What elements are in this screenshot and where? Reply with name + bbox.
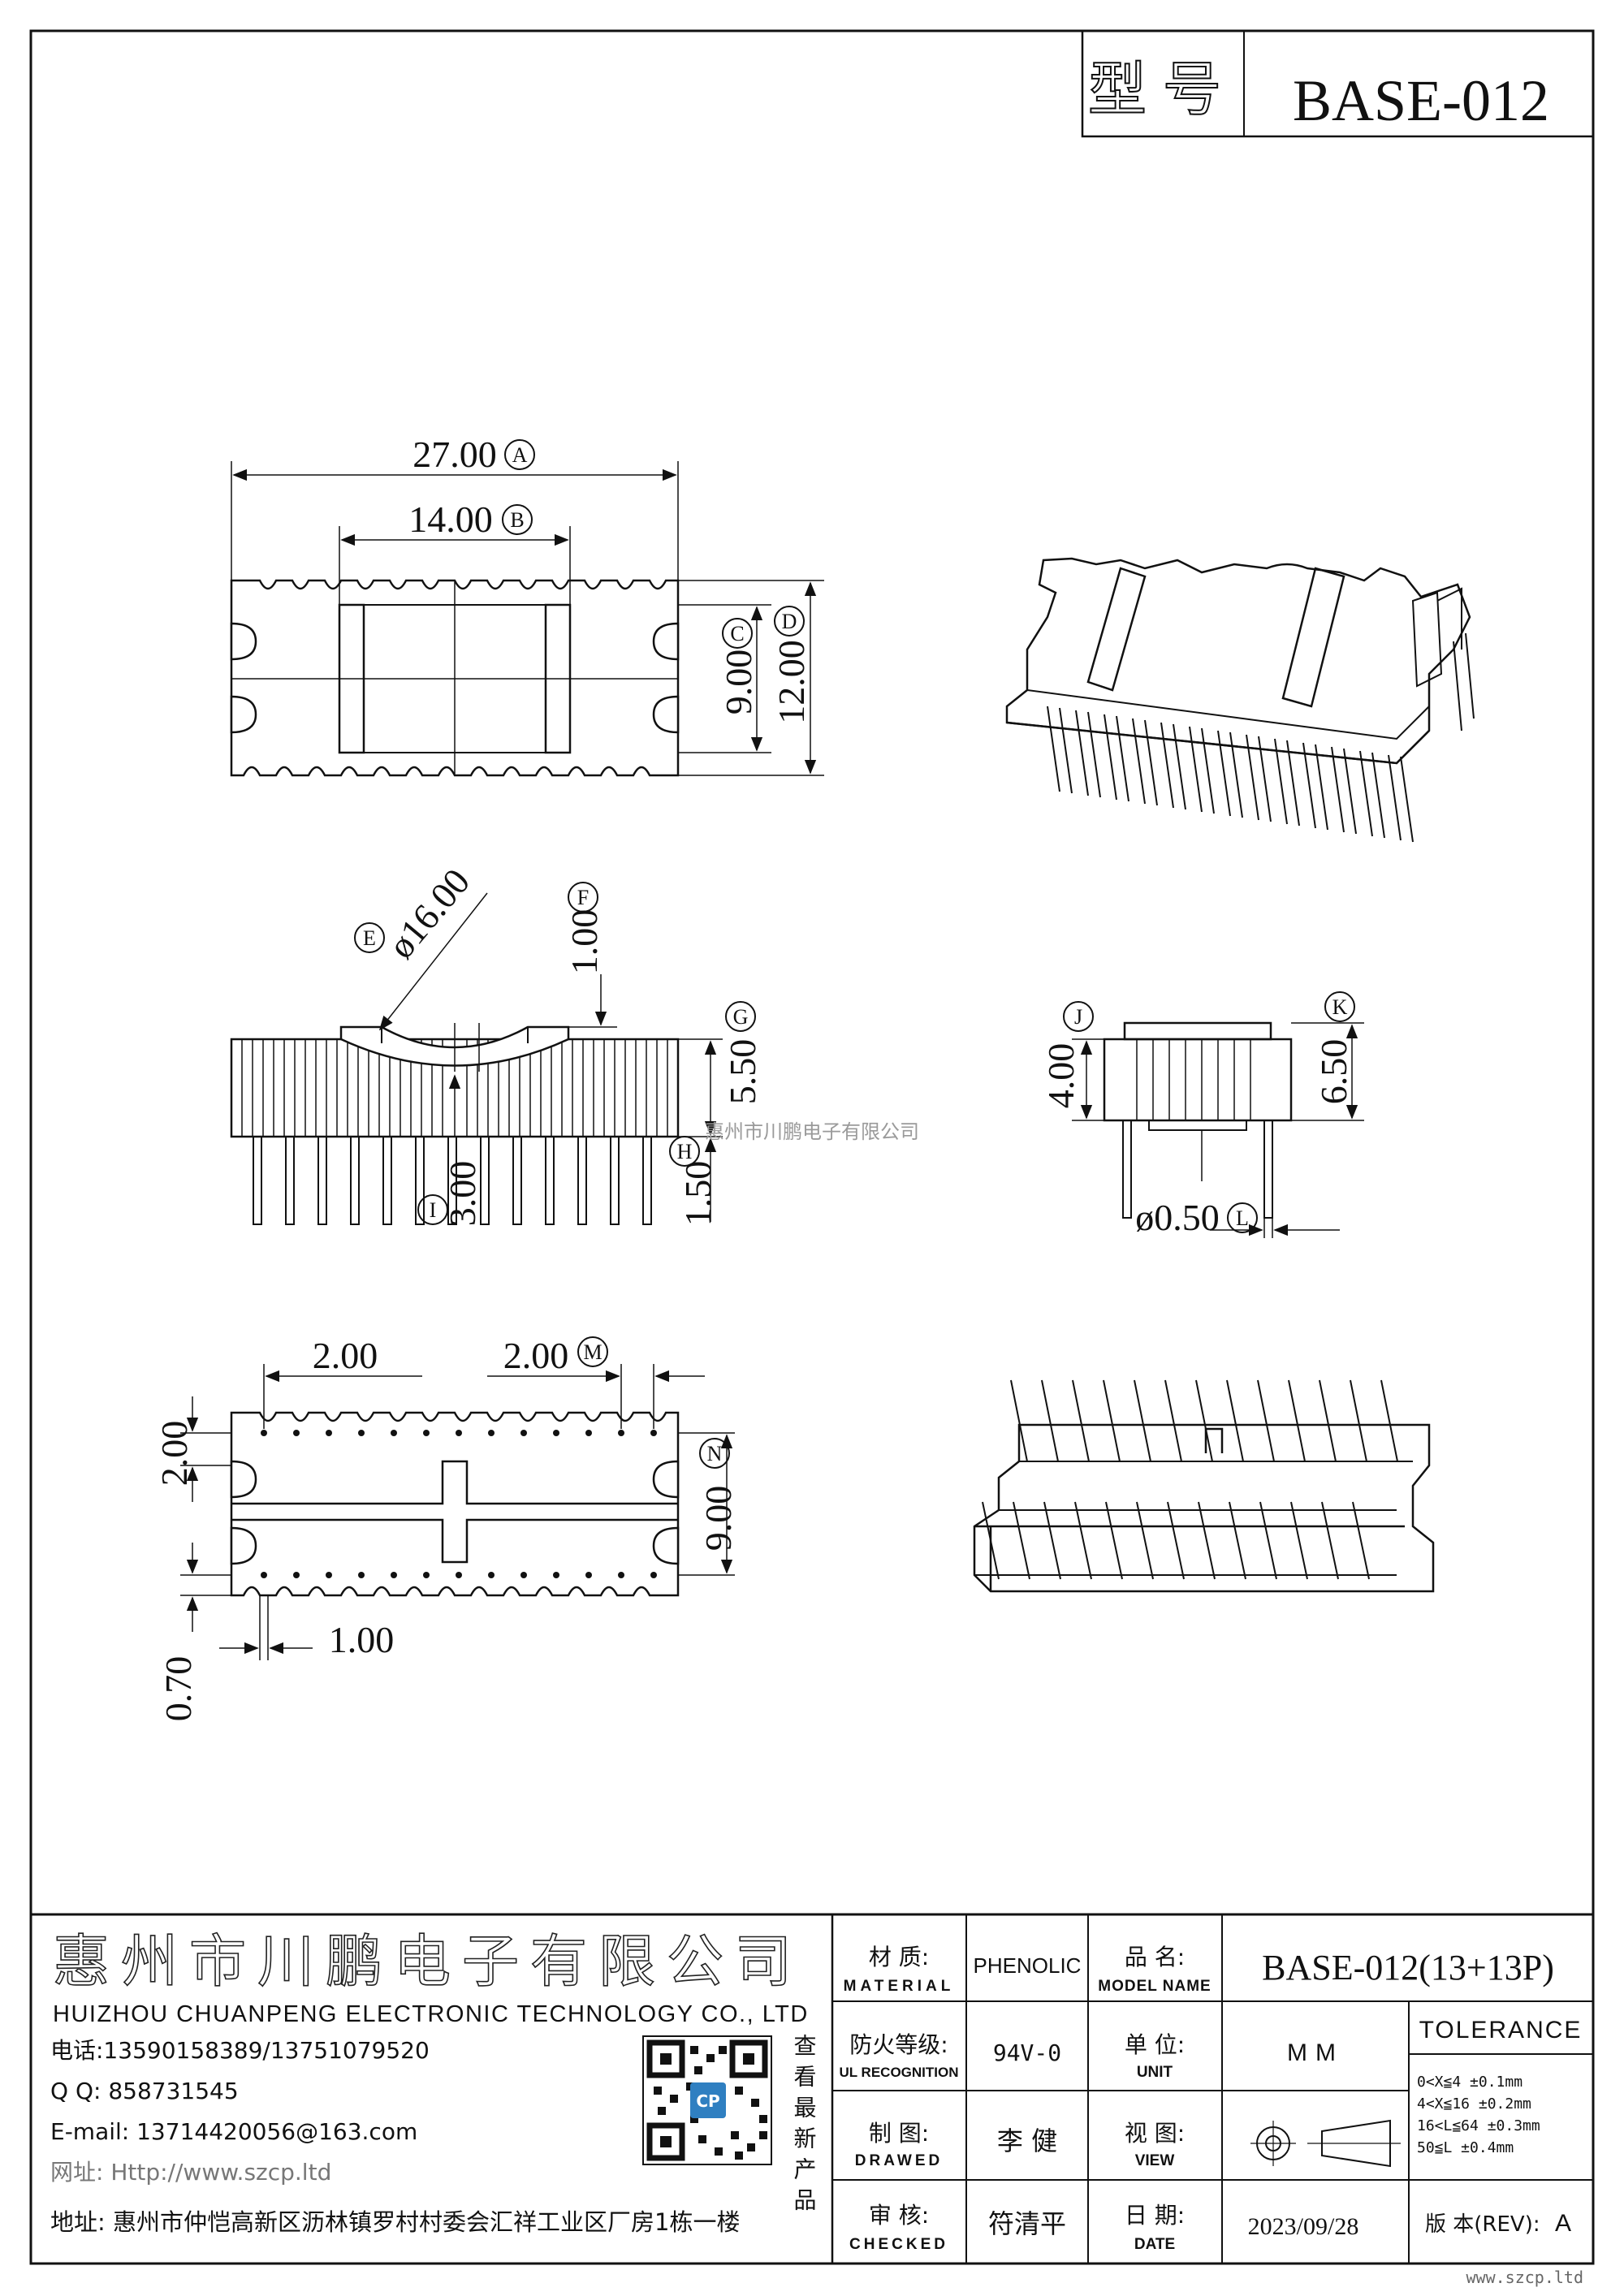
dim-pin-width-value: 1.00 xyxy=(329,1619,395,1660)
marker-c: C xyxy=(730,622,744,645)
marker-m: M xyxy=(583,1340,602,1364)
unit-label-cn: 单 位: xyxy=(1125,2031,1185,2058)
checked-label-en: CHECKED xyxy=(849,2236,948,2253)
dim-k-value: 6.50 xyxy=(1313,1039,1354,1105)
isometric-view-bottom xyxy=(973,1379,1435,1593)
dim-h-value: 1.50 xyxy=(677,1161,719,1227)
marker-b: B xyxy=(510,508,524,532)
dim-m-left-value: 2.00 xyxy=(313,1335,378,1376)
dim-j-value: 4.00 xyxy=(1040,1043,1082,1109)
company-qq: Q Q: 858731545 xyxy=(50,2078,239,2104)
company-website: 网址: Http://www.szcp.ltd xyxy=(50,2159,331,2186)
tolerance-row-1: 0<X≦4 ±0.1mm xyxy=(1417,2074,1522,2091)
front-view: ø16.00 E 1.00 F 5.50 G 1.50 H 3.00 I xyxy=(230,861,763,1227)
view-label-cn: 视 图: xyxy=(1125,2120,1185,2147)
qr-code-icon: CP xyxy=(642,2035,772,2165)
model-value: BASE-012 xyxy=(1293,68,1549,133)
projection-symbol-icon xyxy=(1250,2119,1401,2168)
unit-label-en: UNIT xyxy=(1137,2064,1173,2081)
tolerance-row-4: 50≦L ±0.4mm xyxy=(1417,2139,1514,2156)
revision-value: A xyxy=(1555,2210,1571,2237)
qr-logo: CP xyxy=(696,2091,719,2111)
bottom-view: 2.00 2.00 M 9.00 N 2.00 0.70 1.00 xyxy=(153,1335,739,1721)
model-label: 型号 xyxy=(1088,55,1237,123)
tolerance-row-3: 16<L≦64 ±0.3mm xyxy=(1417,2117,1540,2134)
tolerance-label: TOLERANCE xyxy=(1419,2017,1583,2044)
dim-f-value: 1.00 xyxy=(564,909,605,975)
dim-offset-value: 0.70 xyxy=(158,1656,199,1722)
dim-a-value: 27.00 xyxy=(412,434,497,475)
dim-pitch-v-value: 2.00 xyxy=(153,1421,195,1487)
date-value: 2023/09/28 xyxy=(1248,2213,1359,2240)
dim-g-value: 5.50 xyxy=(722,1039,763,1105)
isometric-view-top xyxy=(1005,557,1475,843)
marker-j: J xyxy=(1074,1005,1082,1029)
dim-e-value: ø16.00 xyxy=(380,861,477,966)
model-name-value: BASE-012(13+13P) xyxy=(1262,1948,1554,1987)
title-block: 惠州市川鹏电子有限公司 HUIZHOU CHUANPENG ELECTRONIC… xyxy=(31,1913,1593,2264)
marker-e: E xyxy=(363,926,376,950)
marker-l: L xyxy=(1236,1206,1249,1230)
tolerance-row-2: 4<X≦16 ±0.2mm xyxy=(1417,2095,1531,2113)
marker-n: N xyxy=(707,1442,723,1465)
marker-i: I xyxy=(430,1198,437,1222)
marker-k: K xyxy=(1332,995,1348,1019)
watermark: 惠州市川鹏电子有限公司 xyxy=(705,1120,919,1143)
side-view: 4.00 J 6.50 K ø0.50 L xyxy=(1040,991,1364,1238)
company-email: E-mail: 13714420056@163.com xyxy=(50,2118,417,2145)
model-name-label-en: MODEL NAME xyxy=(1098,1978,1211,1995)
footer-url: www.szcp.ltd xyxy=(1466,2268,1584,2287)
checked-value: 符清平 xyxy=(988,2208,1066,2239)
dim-n-value: 9.00 xyxy=(698,1486,739,1552)
company-name-en: HUIZHOU CHUANPENG ELECTRONIC TECHNOLOGY … xyxy=(53,2001,809,2027)
marker-h: H xyxy=(677,1140,693,1163)
ul-label-cn: 防火等级: xyxy=(849,2031,948,2058)
drawn-label-cn: 制 图: xyxy=(869,2120,929,2147)
model-name-label-cn: 品 名: xyxy=(1125,1944,1185,1970)
company-address: 地址: 惠州市仲恺高新区沥林镇罗村村委会汇祥工业区厂房1栋一楼 xyxy=(50,2208,740,2236)
company-name-cn: 惠州市川鹏电子有限公司 xyxy=(53,1928,803,1995)
top-view: 27.00 A 14.00 B 9.00 C 12.00 D xyxy=(230,434,824,777)
sheet-border xyxy=(29,29,1595,2265)
material-value: PHENOLIC xyxy=(974,1953,1082,1978)
ul-value: 94V-0 xyxy=(993,2039,1061,2066)
model-header: 型号 BASE-012 xyxy=(1081,29,1595,138)
date-label-cn: 日 期: xyxy=(1125,2202,1185,2229)
marker-a: A xyxy=(512,443,528,467)
marker-g: G xyxy=(733,1005,749,1029)
ul-label-en: UL RECOGNITION xyxy=(839,2065,958,2080)
marker-d: D xyxy=(782,610,797,633)
view-label-en: VIEW xyxy=(1135,2152,1175,2169)
dim-c-value: 9.00 xyxy=(718,650,759,715)
drawn-label-en: DRAWED xyxy=(855,2152,943,2169)
dim-m-value: 2.00 xyxy=(503,1335,569,1376)
material-label-cn: 材 质: xyxy=(869,1944,929,1970)
company-phone: 电话:13590158389/13751079520 xyxy=(50,2037,430,2064)
dim-d-value: 12.00 xyxy=(771,640,812,724)
dim-i-value: 3.00 xyxy=(442,1161,483,1227)
revision-label: 版 本(REV): xyxy=(1425,2212,1540,2237)
unit-value: MM xyxy=(1287,2039,1344,2066)
marker-f: F xyxy=(577,886,589,909)
material-label-en: MATERIAL xyxy=(844,1978,955,1995)
qr-caption: 查看最新产品 xyxy=(791,2034,818,2219)
dim-l-value: ø0.50 xyxy=(1135,1197,1220,1238)
drawn-value: 李 健 xyxy=(997,2126,1057,2156)
checked-label-cn: 审 核: xyxy=(869,2202,929,2229)
dim-b-value: 14.00 xyxy=(408,498,493,540)
date-label-en: DATE xyxy=(1134,2236,1175,2253)
